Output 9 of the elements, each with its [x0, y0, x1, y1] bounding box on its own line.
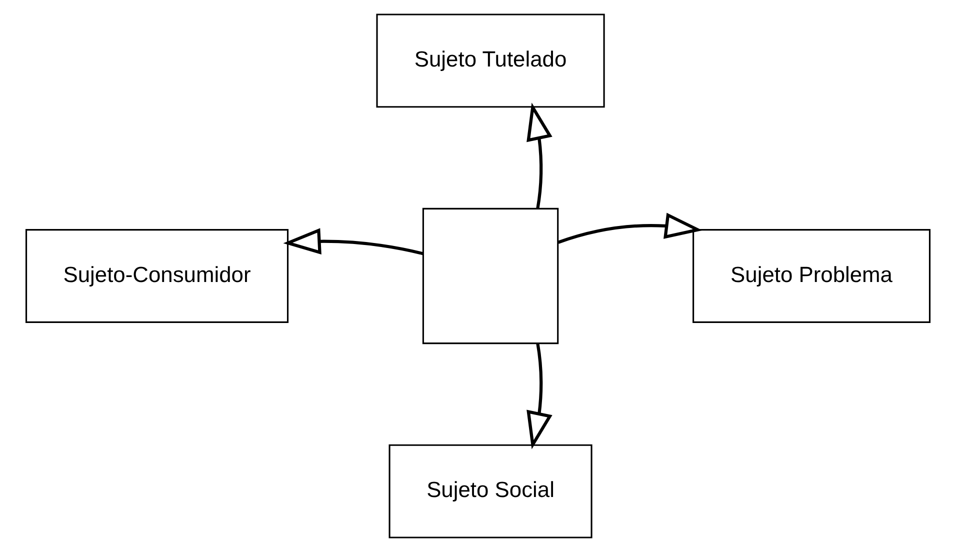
- node-box: [422, 208, 558, 344]
- arrow: [557, 212, 702, 244]
- arrow: [282, 228, 423, 256]
- arrow: [526, 343, 552, 450]
- arrow: [526, 102, 552, 209]
- node-box: Sujeto-Consumidor: [24, 229, 288, 323]
- node-box: Sujeto Social: [388, 444, 592, 538]
- node-box: Sujeto Tutelado: [376, 14, 604, 108]
- node-box: Sujeto Problema: [692, 229, 930, 323]
